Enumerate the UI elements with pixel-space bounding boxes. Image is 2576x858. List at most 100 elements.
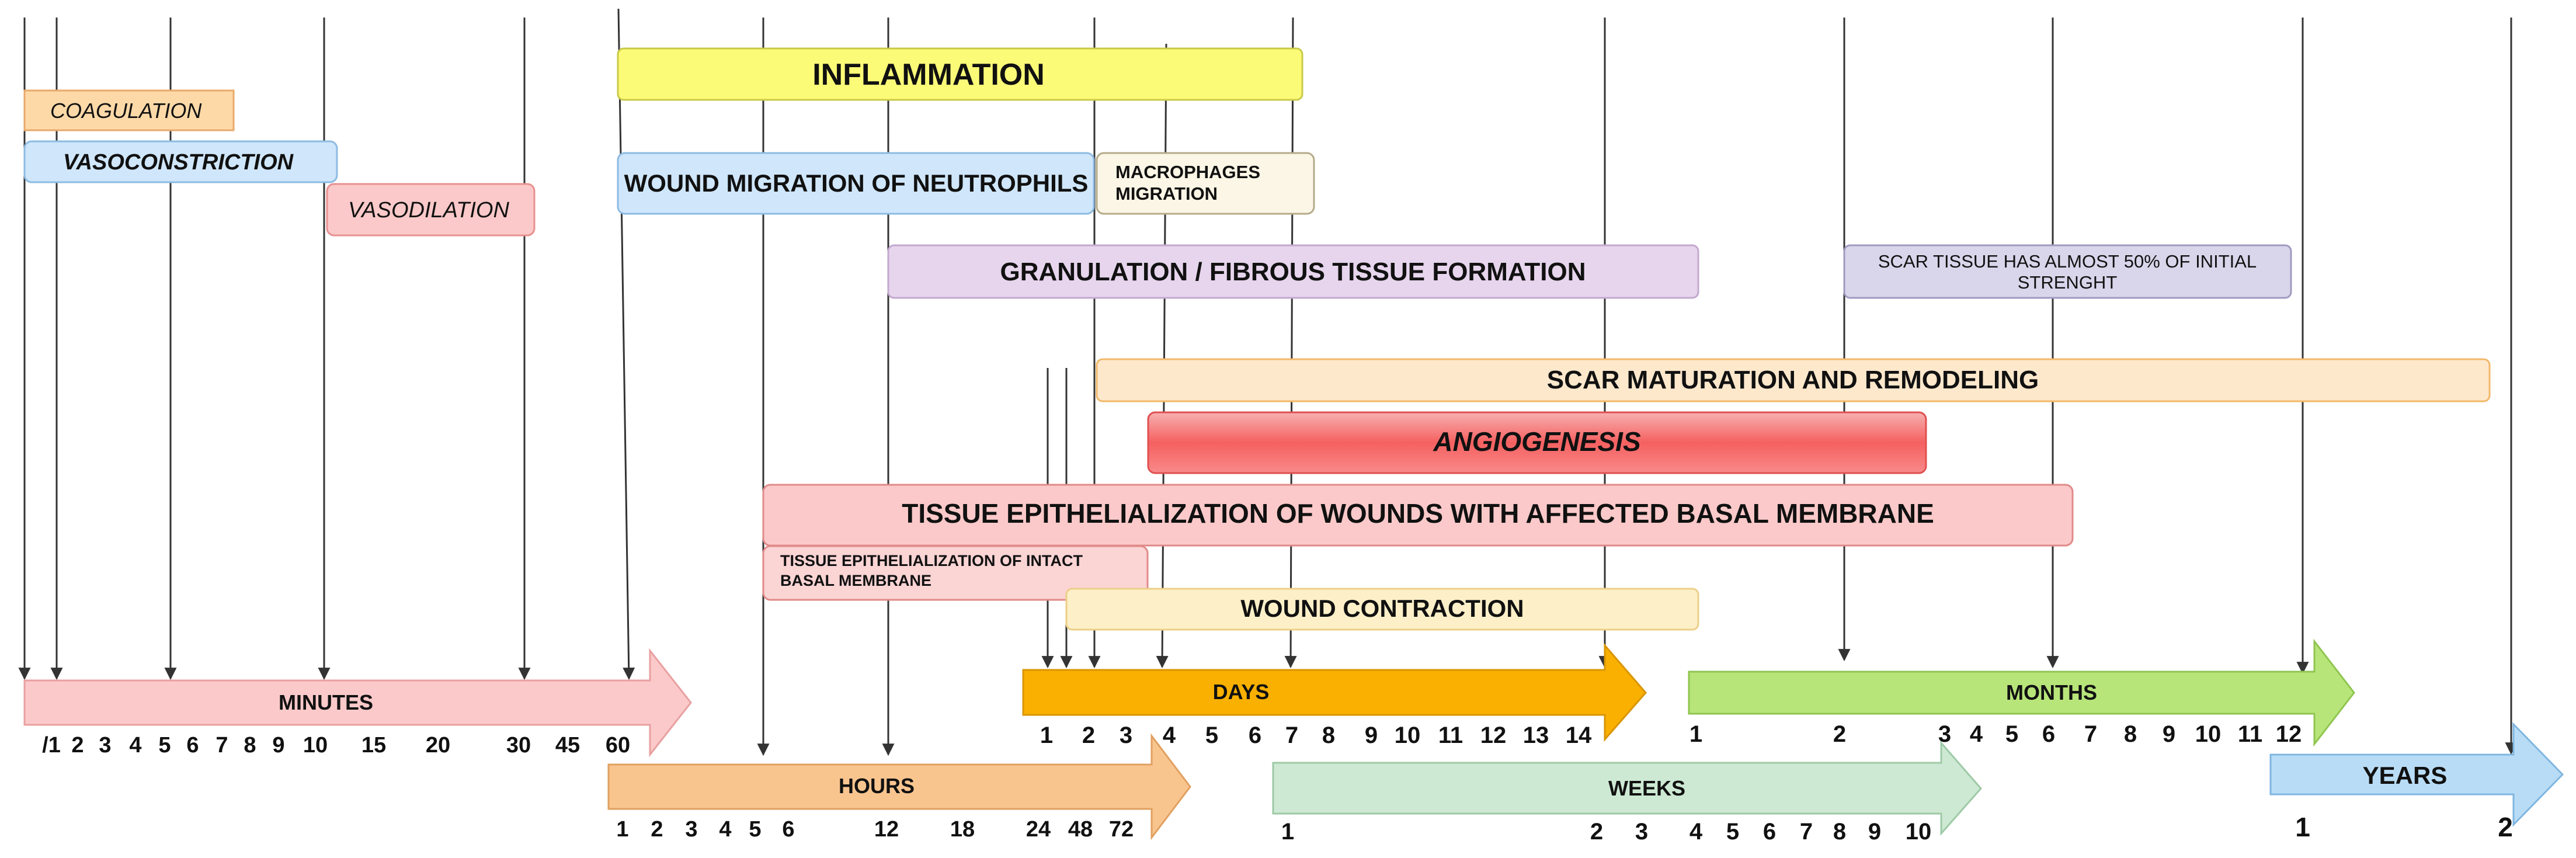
macrophages-label-line1: MACROPHAGES [1115,162,1260,182]
tick-label: 4 [719,817,731,842]
tick-label: 12 [1480,722,1507,748]
tick-label: 6 [2042,721,2055,747]
months-label: MONTHS [2006,680,2097,704]
scar-maturation-box [1096,358,2491,402]
epithelialization-intact-label-line1: TISSUE EPITHELIALIZATION OF INTACT [780,552,1083,569]
months-ticks: 1 2 3 4 5 6 7 8 9 10 11 12 [1689,721,2302,747]
tick-label: 2 [2498,812,2513,842]
vasoconstriction-box [23,140,338,183]
neutrophils-label: WOUND MIGRATION OF NEUTROPHILS [624,169,1089,197]
tick-label: 8 [1322,722,1335,748]
tick-label: 8 [2124,721,2137,747]
tick-label: 24 [1026,817,1051,842]
tick-label: 10 [1906,819,1932,845]
years-label: YEARS [2363,762,2448,789]
tick-label: 4 [1970,721,1983,747]
tick-label: /1 [42,733,61,758]
vasodilation-box [326,183,536,237]
epithelialization-affected-label: TISSUE EPITHELIALIZATION OF WOUNDS WITH … [902,498,1934,529]
tick-label: 10 [303,733,328,758]
tick-label: 3 [685,817,697,842]
tick-label: 2 [71,733,84,758]
reference-line [1156,43,1169,669]
coagulation-box [23,89,235,131]
scar-tissue-box [1843,244,2292,299]
reference-line [617,8,635,680]
tick-label: 3 [1938,721,1951,747]
tick-label: 48 [1068,817,1093,842]
tick-label: 1 [2295,812,2310,842]
tick-label: 2 [1082,722,1095,748]
weeks-label: WEEKS [1608,776,1685,800]
tick-label: 1 [1281,819,1294,845]
tick-label: 2 [651,817,663,842]
tick-label: 3 [1120,722,1132,748]
tick-label: 3 [1635,819,1648,845]
tick-label: 13 [1523,722,1549,748]
tick-label: 30 [506,733,531,758]
tick-label: 5 [2005,721,2018,747]
tick-label: 12 [874,817,899,842]
tick-label: 7 [2084,721,2097,747]
epithelialization-intact-box [762,545,1149,601]
days-ticks: 1 2 3 4 5 6 7 8 9 10 11 12 13 14 [1040,722,1592,748]
scar-maturation-label: SCAR MATURATION AND REMODELING [1547,366,2039,394]
tick-label: 10 [1395,722,1421,748]
scar-tissue-label-line2: STRENGHT [2018,272,2118,293]
weeks-arrow [1272,740,1982,836]
weeks-ticks: 1 2 3 4 5 6 7 8 9 10 [1281,819,1931,845]
tick-label: 1 [1040,722,1053,748]
tick-label: 45 [555,733,580,758]
coagulation-label: COAGULATION [50,99,202,123]
tick-label: 11 [2238,721,2262,747]
hours-ticks: 1 2 3 4 5 6 12 18 24 48 72 [616,817,1134,842]
tick-label: 12 [2276,721,2302,747]
tick-label: 2 [1590,819,1603,845]
tick-label: 5 [1205,722,1218,748]
epithelialization-affected-box [762,484,2074,547]
tick-label: 4 [1163,722,1176,748]
tick-label: 9 [2163,721,2175,747]
reference-line [1284,17,1297,669]
tick-label: 60 [606,733,630,758]
scar-tissue-label-line1: SCAR TISSUE HAS ALMOST 50% OF INITIAL [1878,251,2257,272]
hours-arrow [607,733,1191,840]
months-arrow [1688,638,2355,747]
minutes-ticks: /1 2 3 4 5 6 7 8 9 10 15 20 30 45 60 [42,733,630,758]
tick-label: 10 [2195,721,2222,747]
inflammation-label: INFLAMMATION [812,58,1045,92]
tick-label: 5 [1726,819,1739,845]
vasoconstriction-label: VASOCONSTRICTION [63,150,294,175]
days-label: DAYS [1213,680,1270,704]
vasodilation-label: VASODILATION [348,198,509,223]
time-scale-arrows: MINUTES HOURS DAYS WEEKS MONTHS YEARS [23,638,2564,840]
tick-label: 18 [950,817,975,842]
granulation-label: GRANULATION / FIBROUS TISSUE FORMATION [1000,258,1586,286]
tick-label: 20 [426,733,450,758]
tick-label: 8 [1833,819,1846,845]
tick-label: 1 [616,817,628,842]
minutes-label: MINUTES [279,690,373,714]
angiogenesis-box [1147,411,1927,474]
tick-label: 6 [782,817,794,842]
tick-label: 9 [1868,819,1881,845]
tick-label: 5 [749,817,761,842]
inflammation-box [617,47,1303,101]
tick-label: 9 [272,733,284,758]
epithelialization-intact-label-line2: BASAL MEMBRANE [780,572,931,589]
tick-label: 4 [129,733,141,758]
tick-label: 7 [1800,819,1813,845]
neutrophils-box [617,152,1095,215]
angiogenesis-label: ANGIOGENESIS [1433,426,1641,457]
tick-label: 6 [186,733,199,758]
wound-contraction-label: WOUND CONTRACTION [1240,595,1524,622]
tick-label: 5 [158,733,171,758]
tick-label: 72 [1109,817,1134,842]
tick-label: 9 [1365,722,1378,748]
macrophages-label-line2: MIGRATION [1115,183,1218,204]
tick-label: 6 [1249,722,1261,748]
macrophages-box [1096,152,1315,215]
tick-label: 11 [1438,722,1463,748]
tick-label: 8 [244,733,256,758]
